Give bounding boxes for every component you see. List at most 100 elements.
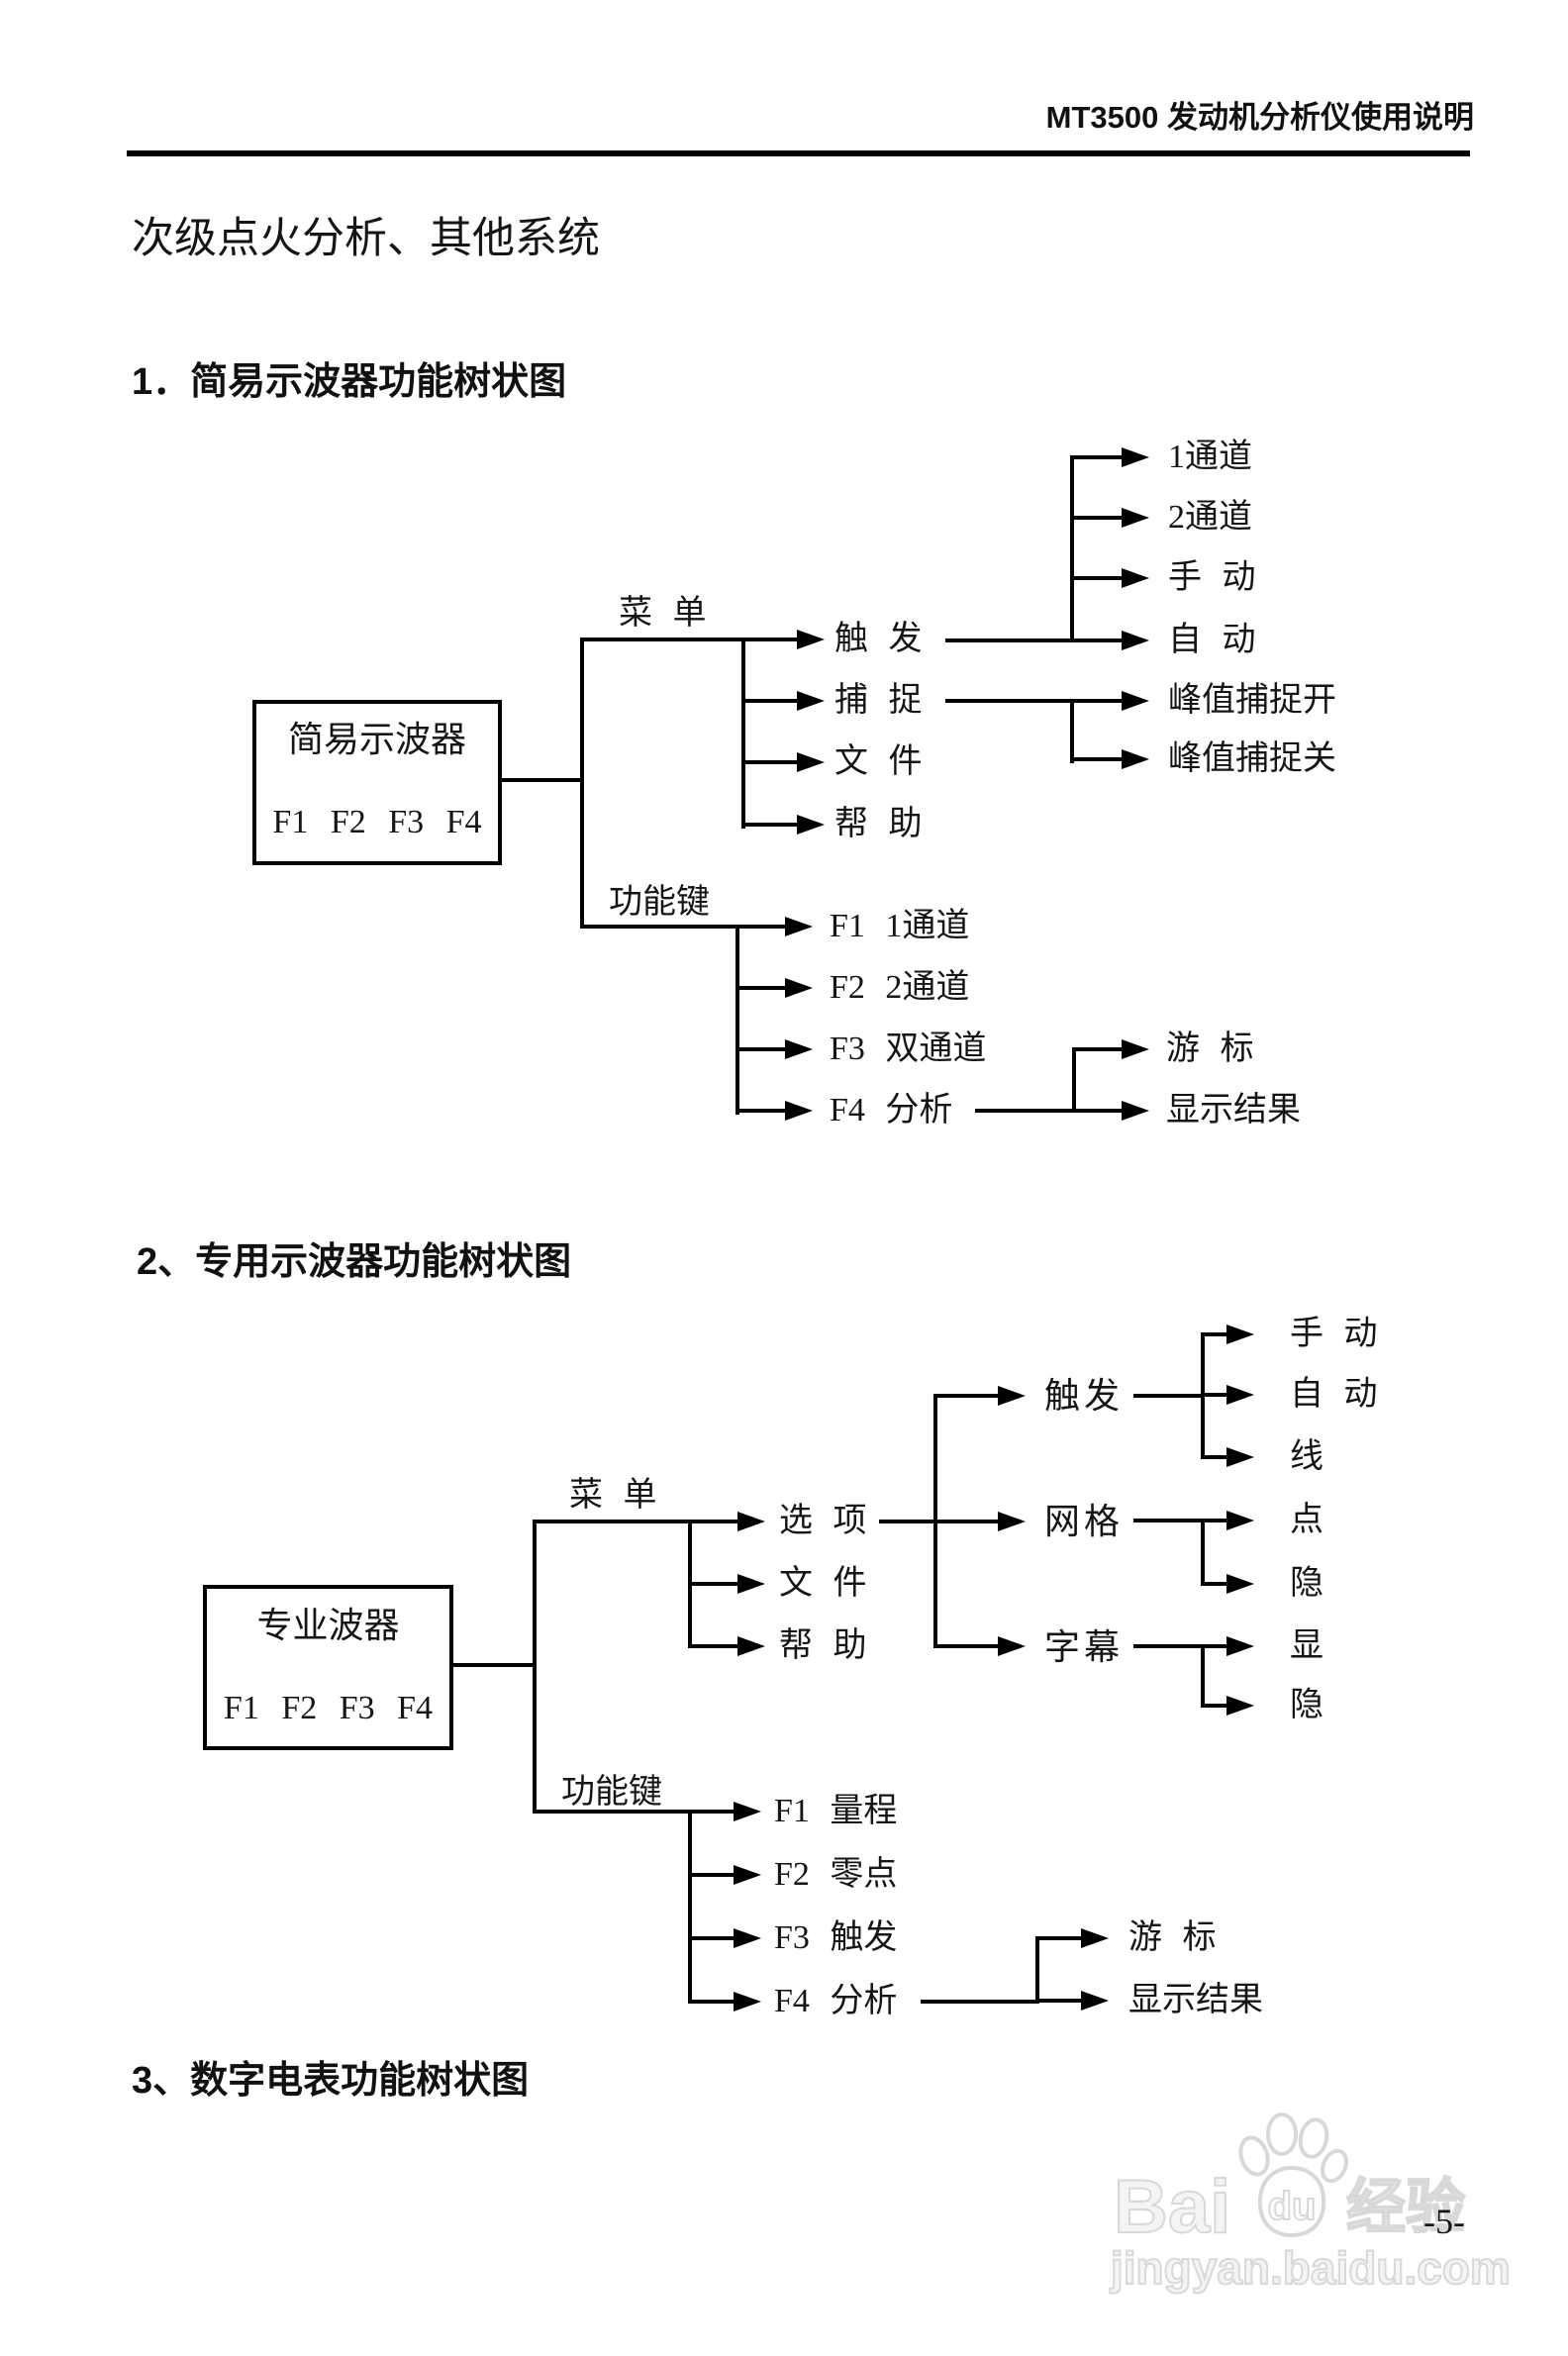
tree1-funckey-branch-line	[735, 986, 787, 990]
tree2-root-keys: F1 F2 F3 F4	[223, 1690, 434, 1726]
tree1-funckey-branch-line	[735, 1047, 787, 1051]
watermark-brand-left: Bai	[1113, 2165, 1231, 2249]
tree2-option-vline	[933, 1394, 937, 1648]
arrow-icon	[734, 1928, 761, 1948]
header-rule	[127, 150, 1470, 156]
tree2-root-box	[203, 1585, 453, 1750]
tree1-trigger-child: 2通道	[1168, 499, 1252, 536]
arrow-icon	[1226, 1636, 1254, 1656]
section2-heading: 2、专用示波器功能树状图	[137, 1241, 572, 1283]
tree1-root-title: 简易示波器	[287, 720, 466, 759]
tree1-funckey-branch-line	[735, 1109, 787, 1113]
tree2-menu-branch-line	[688, 1520, 739, 1523]
tree2-funckey-line	[533, 1810, 691, 1814]
arrow-icon	[1226, 1447, 1254, 1467]
tree2-trigger-connector-line	[1133, 1394, 1203, 1398]
tree1-funckey-line	[580, 925, 738, 929]
arrow-icon	[1081, 1928, 1109, 1948]
tree1-menu-item: 文 件	[834, 743, 923, 780]
tree2-grid-child: 隐	[1290, 1565, 1323, 1602]
tree2-caption-child: 隐	[1290, 1687, 1323, 1723]
tree2-option-connector-line	[879, 1520, 1002, 1523]
tree2-grid-vline	[1201, 1519, 1205, 1586]
arrow-icon	[1226, 1325, 1254, 1344]
tree2-analysis-connector-line	[921, 2000, 1037, 2004]
baidu-paw-icon: du	[1238, 2112, 1349, 2238]
tree2-trigger-child: 线	[1290, 1438, 1323, 1475]
tree2-menu-branch-line	[688, 1644, 739, 1648]
tree1-trigger-child: 自 动	[1168, 622, 1256, 658]
tree2-trigger-branch-line	[1201, 1455, 1228, 1459]
arrow-icon	[1081, 1991, 1109, 2011]
tree1-trigger-child: 手 动	[1168, 559, 1256, 596]
tree2-menu-item: 选 项	[779, 1503, 867, 1539]
tree2-funckey-label: 功能键	[561, 1774, 662, 1811]
tree1-analysis-child: 游 标	[1166, 1031, 1254, 1067]
tree2-option-child: 触发	[1044, 1376, 1125, 1416]
tree2-analysis-branch-line	[1035, 1936, 1083, 1940]
tree2-analysis-vline	[1035, 1936, 1039, 2004]
arrow-icon	[1122, 631, 1149, 650]
arrow-icon	[1122, 1101, 1149, 1121]
tree1-funckey-item: F2 2通道	[830, 969, 970, 1006]
arrow-icon	[1226, 1574, 1254, 1594]
watermark-url: jingyan.baidu.com	[1110, 2242, 1512, 2294]
tree1-root-keys: F1 F2 F3 F4	[272, 804, 482, 840]
tree1-trunk-line	[580, 638, 584, 929]
tree1-menu-branch-line	[741, 638, 797, 641]
tree1-root-connector-line	[500, 778, 582, 782]
tree1-capture-branch-line	[1070, 699, 1124, 703]
arrow-icon	[734, 1802, 761, 1821]
tree2-option-branch-line	[933, 1394, 1000, 1398]
arrow-icon	[797, 752, 825, 772]
tree1-menu-branch-line	[741, 699, 797, 703]
tree2-funckey-item: F2 零点	[774, 1856, 898, 1893]
watermark-brand-cn: 经验	[1345, 2174, 1466, 2240]
arrow-icon	[797, 630, 825, 649]
tree2-trigger-child: 自 动	[1290, 1376, 1378, 1413]
arrow-icon	[785, 978, 813, 998]
tree2-grid-branch-line	[1201, 1582, 1228, 1586]
arrow-icon	[785, 1039, 813, 1059]
arrow-icon	[1122, 447, 1149, 467]
tree1-funckey-label: 功能键	[609, 884, 710, 921]
arrow-icon	[785, 917, 813, 936]
section1-heading: 1．简易示波器功能树状图	[132, 361, 567, 403]
tree2-grid-connector-line	[1133, 1519, 1203, 1522]
page-number: -5-	[1423, 2202, 1465, 2241]
tree1-capture-child: 峰值捕捉开	[1168, 682, 1336, 719]
tree1-menu-vline	[741, 638, 745, 829]
tree2-funckey-branch-line	[688, 1810, 735, 1814]
tree2-caption-child: 显	[1290, 1627, 1323, 1664]
page-title: 次级点火分析、其他系统	[132, 216, 600, 262]
tree1-menu-item: 帮 助	[834, 806, 923, 842]
tree2-analysis-child: 游 标	[1128, 1919, 1217, 1956]
tree2-funckey-branch-line	[688, 1936, 735, 1940]
tree1-capture-vline	[1070, 699, 1074, 763]
tree2-caption-connector-line	[1133, 1644, 1203, 1648]
tree1-funckey-item: F1 1通道	[830, 908, 970, 944]
tree2-root-title: 专业波器	[256, 1606, 400, 1645]
arrow-icon	[1226, 1385, 1254, 1405]
arrow-icon	[1226, 1696, 1254, 1716]
tree2-menu-label: 菜 单	[569, 1477, 657, 1514]
tree2-analysis-child: 显示结果	[1128, 1982, 1263, 2018]
tree1-menu-label: 菜 单	[619, 595, 707, 632]
arrow-icon	[1122, 508, 1149, 528]
arrow-icon	[797, 691, 825, 711]
tree1-funckey-branch-line	[735, 925, 787, 929]
tree2-menu-item: 文 件	[779, 1565, 867, 1602]
tree1-analysis-branch-line	[1072, 1047, 1124, 1051]
tree2-funckey-branch-line	[688, 1873, 735, 1877]
tree2-caption-vline	[1201, 1644, 1205, 1708]
tree2-trunk-line	[533, 1520, 537, 1812]
tree1-trigger-child: 1通道	[1168, 439, 1252, 475]
arrow-icon	[998, 1386, 1026, 1406]
tree2-analysis-branch-line	[1035, 1999, 1083, 2003]
tree2-menu-item: 帮 助	[779, 1627, 867, 1664]
tree1-analysis-child: 显示结果	[1166, 1092, 1301, 1129]
arrow-icon	[797, 815, 825, 834]
arrow-icon	[1122, 568, 1149, 588]
arrow-icon	[998, 1512, 1026, 1531]
